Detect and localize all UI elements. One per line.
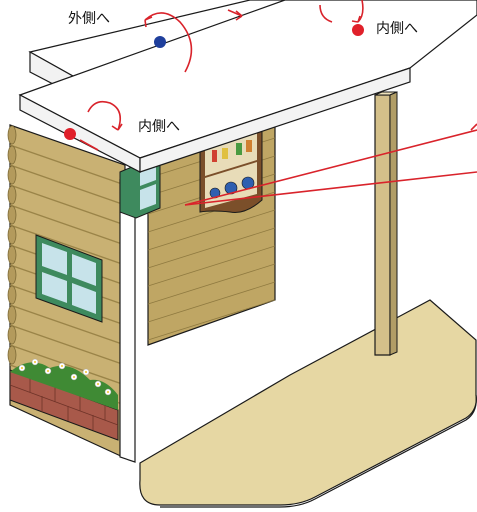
floor (139, 299, 477, 506)
right-post (374, 91, 398, 356)
left-wall-window (35, 234, 103, 323)
label-inner-top: 内側へ (376, 21, 418, 37)
label-inner-left: 内側へ (138, 119, 180, 135)
small-arrow-roof (227, 9, 243, 21)
rotate-arrow-outer (144, 12, 193, 73)
label-outer: 外側へ (68, 11, 110, 27)
pivot-dot-red-top (352, 24, 364, 36)
floor-edge (160, 394, 477, 508)
flower-icon (10, 358, 118, 410)
pivot-dot-blue (154, 36, 166, 48)
pivot-dot-red-left (64, 128, 76, 140)
rotate-arrow-top-right (319, 0, 364, 23)
leader-lines (184, 123, 477, 206)
roof-main-panel (18, 0, 477, 173)
rotate-arrow-left (79, 100, 123, 151)
front-left-post (119, 179, 136, 463)
